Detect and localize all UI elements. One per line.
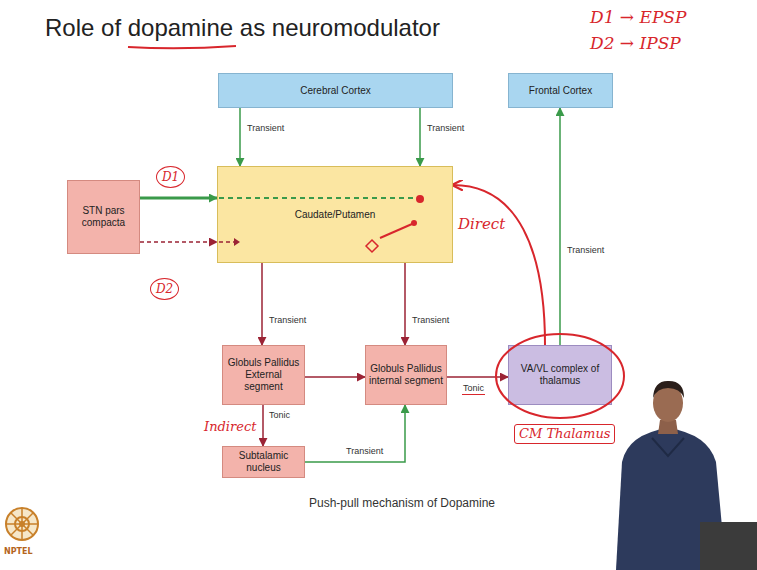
edge-label: Transient: [411, 316, 450, 326]
pen-underline: [128, 46, 236, 48]
pathway-arrow: [262, 405, 264, 446]
pathway-arrow: [404, 263, 406, 345]
box-label: VA/VL complex of thalamus: [512, 363, 608, 387]
annotation-text: CM Thalamus: [514, 424, 615, 444]
box-label: Frontal Cortex: [529, 85, 592, 97]
edge-label: Transient: [268, 316, 307, 326]
edge-label: D1: [156, 166, 185, 188]
edge-label: Transient: [426, 124, 465, 134]
pathway-arrow: [453, 185, 545, 345]
cortex-box: Frontal Cortex: [508, 73, 613, 108]
edge-label: Transient: [566, 246, 605, 256]
lecturer-figure: [616, 381, 757, 570]
pen-dot: [416, 195, 424, 203]
nucleus-box: Globuls Pallidus External segment: [222, 345, 305, 405]
edge-label: Tonic: [268, 411, 291, 421]
box-label: Cerebral Cortex: [300, 85, 371, 97]
striatum-box: Caudate/Putamen: [217, 166, 453, 263]
annotation-text: D2 → IPSP: [590, 34, 681, 53]
pathway-arrow: [239, 108, 241, 166]
edge-label: D2: [150, 278, 179, 300]
pathway-arrow: [140, 197, 217, 200]
pathway-arrow: [305, 405, 405, 462]
annotation-text: Direct: [458, 216, 505, 233]
pathway-arrow: [261, 263, 263, 345]
nucleus-box: STN pars compacta: [67, 180, 140, 254]
logo-text: NPTEL: [4, 547, 33, 556]
dashed-pathway: [219, 241, 234, 243]
cortex-box: Cerebral Cortex: [218, 73, 453, 108]
annotation-text: D1 → EPSP: [590, 8, 686, 27]
pathway-arrow: [559, 108, 561, 345]
pathway-arrow: [447, 376, 508, 378]
edge-label: Transient: [345, 447, 384, 457]
figure-caption: Push-pull mechanism of Dopamine: [309, 496, 495, 510]
pathway-arrow: [419, 108, 421, 166]
dashed-pathway: [219, 197, 414, 199]
box-label: Subtalamic nucleus: [226, 450, 301, 474]
pen-diamond: [366, 240, 378, 252]
box-label: Caudate/Putamen: [295, 209, 376, 221]
pathway-arrow: [140, 241, 217, 243]
pen-dot: [411, 220, 417, 226]
pen-circle: [496, 334, 624, 418]
edge-label: Transient: [246, 124, 285, 134]
pen-stroke: [380, 224, 412, 238]
arrow-head: [234, 238, 240, 246]
nucleus-box: Subtalamic nucleus: [222, 446, 305, 478]
box-label: Globuls Pallidus internal segment: [369, 363, 443, 387]
box-label: STN pars compacta: [71, 205, 136, 229]
edge-label: Tonic: [462, 384, 485, 395]
box-label: Globuls Pallidus External segment: [226, 357, 301, 393]
pathway-arrow: [305, 376, 365, 378]
nucleus-box: Globuls Pallidus internal segment: [365, 345, 447, 405]
slide-title: Role of dopamine as neuromodulator: [45, 14, 440, 42]
thalamus-box: VA/VL complex of thalamus: [508, 345, 612, 405]
nptel-logo: [6, 508, 38, 540]
annotation-text: Indirect: [204, 420, 256, 434]
